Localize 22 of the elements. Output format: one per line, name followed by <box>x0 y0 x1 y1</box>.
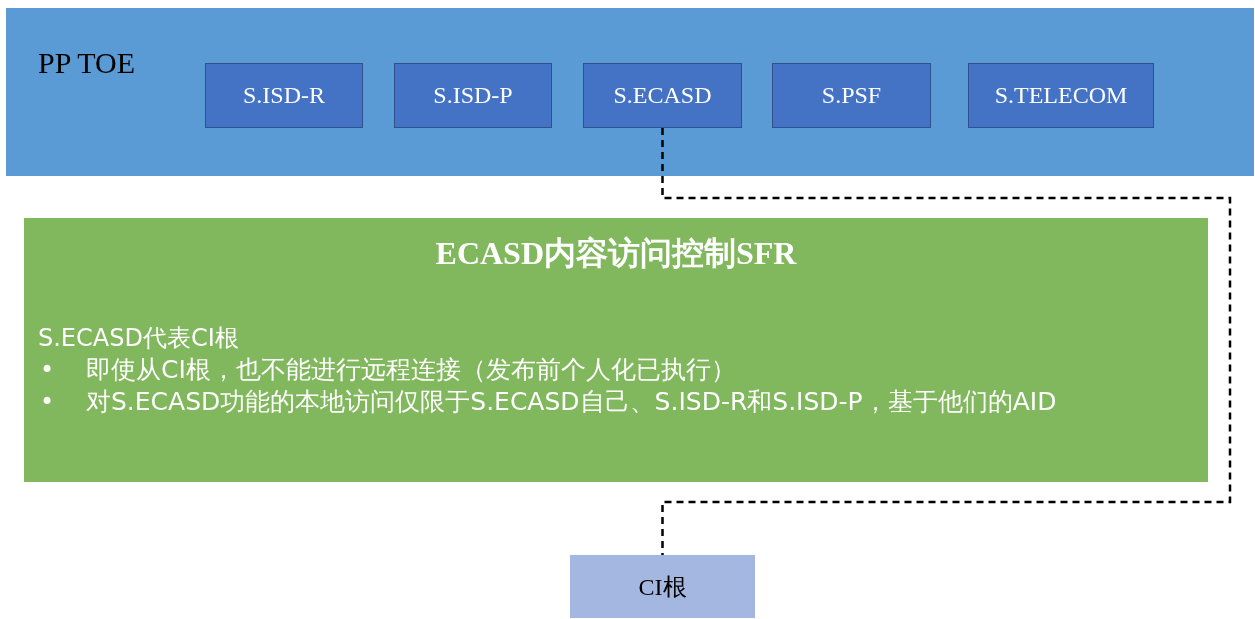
bullet-mark: • <box>40 387 55 418</box>
component-box <box>394 63 552 128</box>
panel-heading: ECASD内容访问控制SFR <box>434 234 798 273</box>
bullet-mark: • <box>40 355 55 386</box>
toe-panel <box>6 8 1254 176</box>
dashed-connector <box>661 128 1232 555</box>
component-box <box>968 63 1154 128</box>
panel-text: S.ECASD代表CI根 <box>38 323 239 354</box>
component-box <box>205 63 363 128</box>
component-label: S.PSF <box>821 82 882 109</box>
component-label: S.ISD-R <box>243 82 325 109</box>
info-panel <box>24 218 1208 482</box>
component-label: S.TELECOM <box>994 82 1128 109</box>
bullet-text: 即使从CI根，也不能进行远程连接（发布前个人化已执行） <box>86 354 737 386</box>
component-box <box>772 63 931 128</box>
root-box <box>570 555 755 618</box>
panel-title: PP TOE <box>38 46 135 80</box>
root-label: CI根 <box>638 572 687 602</box>
bullet-text: 对S.ECASD功能的本地访问仅限于S.ECASD自己、S.ISD-R和S.ISD-P，基于他们的AID <box>86 386 1058 418</box>
component-box <box>583 63 742 128</box>
component-label: S.ECASD <box>613 82 712 109</box>
component-label: S.ISD-P <box>433 82 513 109</box>
